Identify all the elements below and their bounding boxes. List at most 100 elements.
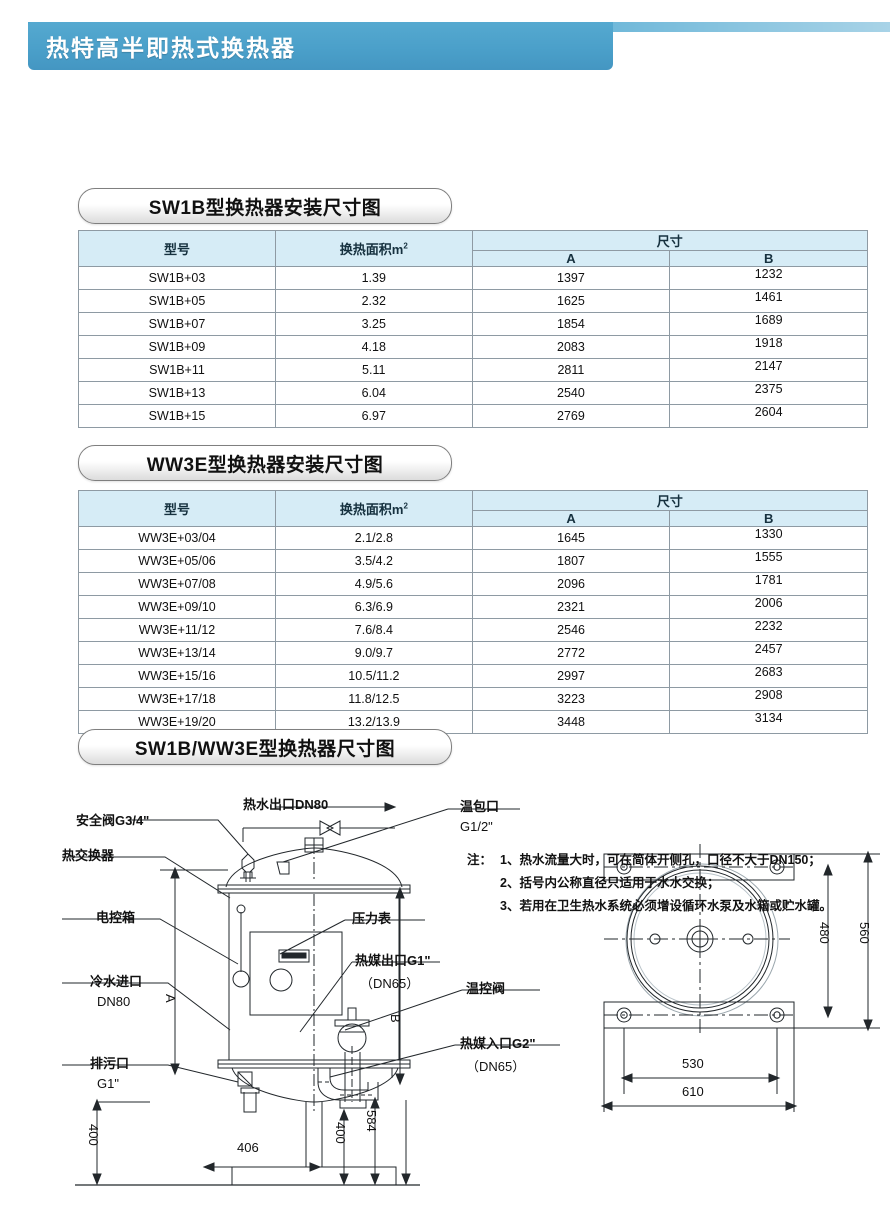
cell-a: 1807 [471, 549, 671, 573]
dim-plate-560: 560 [857, 922, 872, 944]
cell-b: 1555 [669, 549, 868, 573]
cell-area: 5.11 [274, 358, 473, 382]
cell-model: SW1B+15 [78, 404, 276, 428]
dim-right-584: 584 [364, 1110, 379, 1132]
cell-b: 1232 [669, 266, 868, 290]
cell-a: 1397 [471, 266, 671, 290]
cell-b: 2006 [669, 595, 868, 619]
cell-area: 6.97 [274, 404, 473, 428]
assembly-drawing: 安全阀G3/4" 热水出口DN80 温包口 G1/2" 热交换器 电控箱 冷水进… [0, 782, 890, 1206]
header-area: 换热面积m2 [274, 230, 473, 267]
cell-a: 2083 [471, 335, 671, 359]
header-a: A [471, 510, 671, 527]
cell-model: SW1B+13 [78, 381, 276, 405]
header-area-text: 换热面积m [339, 242, 404, 257]
label-drain-port: 排污口 [90, 1056, 130, 1071]
page-banner: 热特高半即热式换热器 [0, 22, 890, 70]
cell-b: 2375 [669, 381, 868, 405]
label-drain-size: G1" [97, 1076, 119, 1091]
cell-area: 9.0/9.7 [275, 641, 473, 665]
cell-area: 2.32 [274, 289, 473, 313]
header-b: B [669, 250, 868, 267]
cell-model: WW3E+15/16 [78, 664, 276, 688]
label-temp-bulb-port: 温包口 [460, 799, 500, 814]
dim-plate-530: 530 [682, 1056, 704, 1071]
cell-a: 2096 [471, 572, 671, 596]
dim-right-400: 400 [333, 1122, 348, 1144]
cell-b: 1781 [669, 572, 868, 596]
cell-b: 2232 [669, 618, 868, 642]
cell-area: 3.5/4.2 [275, 549, 473, 573]
cell-b: 1689 [669, 312, 868, 336]
cell-b: 1461 [669, 289, 868, 313]
dim-plate-610: 610 [682, 1084, 704, 1099]
cell-a: 2321 [471, 595, 671, 619]
page-title: 热特高半即热式换热器 [46, 35, 296, 61]
cell-area: 6.3/6.9 [275, 595, 473, 619]
cell-a: 3448 [471, 710, 671, 734]
table-header-row: 型号 换热面积m2 尺寸 [78, 230, 869, 267]
cell-model: WW3E+13/14 [78, 641, 276, 665]
cell-a: 2772 [471, 641, 671, 665]
note-item-1: 1、热水流量大时，可在简体开侧孔，口径不大于DN150； [500, 853, 821, 867]
cell-a: 2769 [471, 404, 671, 428]
cell-area: 6.04 [274, 381, 473, 405]
cell-area: 3.25 [274, 312, 473, 336]
note-item-2: 2、括号内公称直径只适用于水水交换； [500, 876, 720, 890]
label-medium-inlet: 热媒入口G2" [460, 1036, 536, 1051]
cell-area: 4.9/5.6 [275, 572, 473, 596]
cell-a: 2997 [471, 664, 671, 688]
cell-model: WW3E+11/12 [78, 618, 276, 642]
cell-a: 2540 [471, 381, 671, 405]
cell-b: 2604 [669, 404, 868, 428]
cell-b: 2908 [669, 687, 868, 711]
cell-a: 1854 [471, 312, 671, 336]
notes-prefix: 注： [467, 853, 493, 867]
dim-left-height: 400 [86, 1124, 101, 1146]
section-title-ww3e-label: WW3E型换热器安装尺寸图 [146, 454, 384, 476]
cell-area: 2.1/2.8 [275, 526, 473, 550]
cell-area: 11.8/12.5 [275, 687, 473, 711]
label-medium-inlet-dn: （DN65） [466, 1059, 526, 1074]
dim-width-406: 406 [237, 1140, 259, 1155]
dim-letter-b: B [388, 1014, 403, 1023]
cell-a: 2811 [471, 358, 671, 382]
label-safety-valve: 安全阀G3/4" [76, 813, 150, 828]
banner-box: 热特高半即热式换热器 [28, 22, 613, 70]
header-dimension: 尺寸 [471, 230, 869, 251]
cell-model: WW3E+03/04 [78, 526, 276, 550]
cell-model: WW3E+17/18 [78, 687, 276, 711]
cell-area: 1.39 [274, 266, 473, 290]
label-control-box: 电控箱 [96, 910, 136, 925]
label-medium-outlet: 热媒出口G1" [355, 953, 431, 968]
section-title-sw1b-label: SW1B型换热器安装尺寸图 [148, 197, 382, 219]
header-area: 换热面积m2 [275, 490, 473, 527]
header-model: 型号 [78, 490, 276, 527]
cell-b: 3134 [669, 710, 868, 734]
cell-a: 3223 [471, 687, 671, 711]
header-a: A [471, 250, 671, 267]
header-model: 型号 [78, 230, 276, 267]
dim-letter-a: A [163, 994, 178, 1003]
section-title-sw1b: SW1B型换热器安装尺寸图 [78, 188, 452, 224]
label-medium-outlet-dn: （DN65） [360, 976, 420, 991]
label-heat-exchanger: 热交换器 [62, 848, 115, 863]
cell-model: SW1B+03 [78, 266, 276, 290]
cell-area: 7.6/8.4 [275, 618, 473, 642]
note-item-3: 3、若用在卫生热水系统必须增设循环水泵及水箱或贮水罐。 [500, 899, 832, 913]
label-temp-bulb-size: G1/2" [460, 819, 493, 834]
cell-b: 1918 [669, 335, 868, 359]
